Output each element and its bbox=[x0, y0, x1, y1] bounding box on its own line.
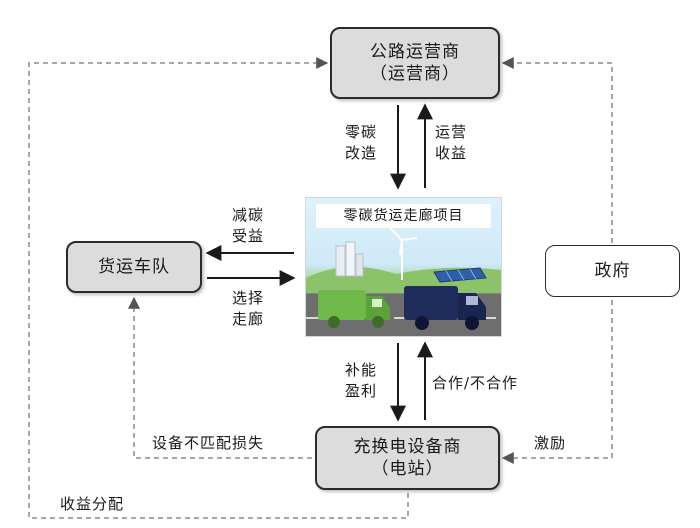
navy-truck-icon bbox=[404, 286, 486, 330]
label-retrofit-line1: 零碳 bbox=[345, 123, 378, 141]
label-retrofit: 零碳 改造 bbox=[345, 122, 377, 164]
label-carbon-benefit-line1: 减碳 bbox=[232, 206, 265, 224]
supplier-subtitle: （电站） bbox=[371, 459, 444, 479]
label-choose-corridor-line2: 走廊 bbox=[232, 310, 265, 328]
project-scene bbox=[306, 227, 501, 336]
label-carbon-benefit-line2: 受益 bbox=[232, 227, 265, 245]
label-carbon-benefit: 减碳 受益 bbox=[232, 205, 264, 247]
dashed-gov-incentive bbox=[501, 300, 613, 464]
label-operating-revenue-line1: 运营 bbox=[435, 123, 468, 141]
government-name: 政府 bbox=[594, 261, 631, 281]
project-illustration: 零碳货运走廊项目 bbox=[305, 197, 502, 337]
label-energy-profit: 补能 盈利 bbox=[345, 360, 377, 402]
factory-icon bbox=[335, 241, 364, 277]
label-energy-profit-line1: 补能 bbox=[345, 361, 378, 379]
dashed-gov-to-operator bbox=[501, 57, 613, 270]
label-retrofit-line2: 改造 bbox=[345, 144, 378, 162]
supplier-node: 充换电设备商 （电站） bbox=[315, 426, 500, 490]
solar-panel-icon bbox=[433, 267, 487, 283]
operator-node: 公路运营商 （运营商） bbox=[330, 27, 500, 99]
label-equipment-loss: 设备不匹配损失 bbox=[152, 434, 265, 452]
operator-name: 公路运营商 bbox=[370, 42, 460, 62]
label-operating-revenue-line2: 收益 bbox=[435, 144, 468, 162]
label-cooperate: 合作/不合作 bbox=[432, 374, 519, 392]
label-choose-corridor: 选择 走廊 bbox=[232, 288, 264, 330]
label-energy-profit-line2: 盈利 bbox=[345, 382, 378, 400]
fleet-node: 货运车队 bbox=[66, 241, 202, 293]
fleet-name: 货运车队 bbox=[98, 257, 170, 277]
supplier-name: 充换电设备商 bbox=[353, 437, 462, 457]
dashed-revenue-share bbox=[28, 57, 409, 519]
project-title: 零碳货运走廊项目 bbox=[316, 204, 491, 228]
operator-subtitle: （运营商） bbox=[370, 64, 460, 84]
label-revenue-share: 收益分配 bbox=[60, 495, 125, 513]
government-node: 政府 bbox=[545, 245, 680, 297]
label-choose-corridor-line1: 选择 bbox=[232, 289, 265, 307]
green-truck-icon bbox=[318, 290, 390, 328]
wind-turbine-icon bbox=[389, 227, 418, 280]
label-operating-revenue: 运营 收益 bbox=[435, 122, 467, 164]
label-incentive: 激励 bbox=[534, 434, 567, 452]
